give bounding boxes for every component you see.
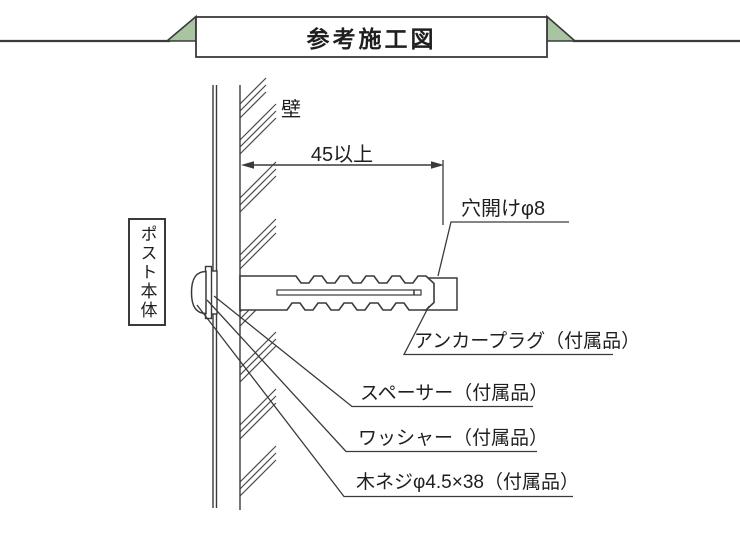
post-body-label: ポスト本体 bbox=[137, 224, 157, 320]
screw-shank-slot bbox=[276, 289, 422, 296]
wall-label: 壁 bbox=[281, 99, 301, 121]
leader-anchor-plug bbox=[402, 305, 613, 356]
anchor-plug-drawing bbox=[239, 275, 435, 311]
leader-spacer bbox=[213, 295, 533, 408]
leader-hole bbox=[437, 221, 569, 277]
fastener-head-drawing bbox=[190, 265, 218, 320]
banner-accent-left bbox=[164, 14, 197, 42]
banner-title-frame bbox=[195, 16, 548, 58]
dimension-arrow-right bbox=[431, 161, 444, 169]
leader-washer bbox=[206, 299, 537, 453]
leader-lines bbox=[196, 221, 613, 498]
part-label-anchor-plug: アンカープラグ（付属品） bbox=[414, 331, 641, 352]
page-title: 参考施工図 bbox=[306, 26, 437, 52]
post-body-label-box: ポスト本体 bbox=[128, 218, 166, 326]
leader-wood-screw bbox=[196, 304, 573, 498]
banner-accent-right bbox=[546, 14, 578, 42]
title-banner bbox=[0, 14, 740, 58]
part-label-washer: ワッシャー（付属品） bbox=[358, 428, 549, 449]
hole-label: 穴開けφ8 bbox=[461, 198, 546, 220]
dimension-arrow-left bbox=[241, 161, 254, 169]
screw-head-dome bbox=[190, 270, 207, 315]
part-label-spacer: スペーサー（付属品） bbox=[360, 383, 549, 404]
part-label-wood-screw: 木ネジφ4.5×38（付属品） bbox=[356, 472, 579, 493]
dimension-line bbox=[241, 160, 444, 225]
dimension-label: 45以上 bbox=[310, 144, 374, 166]
